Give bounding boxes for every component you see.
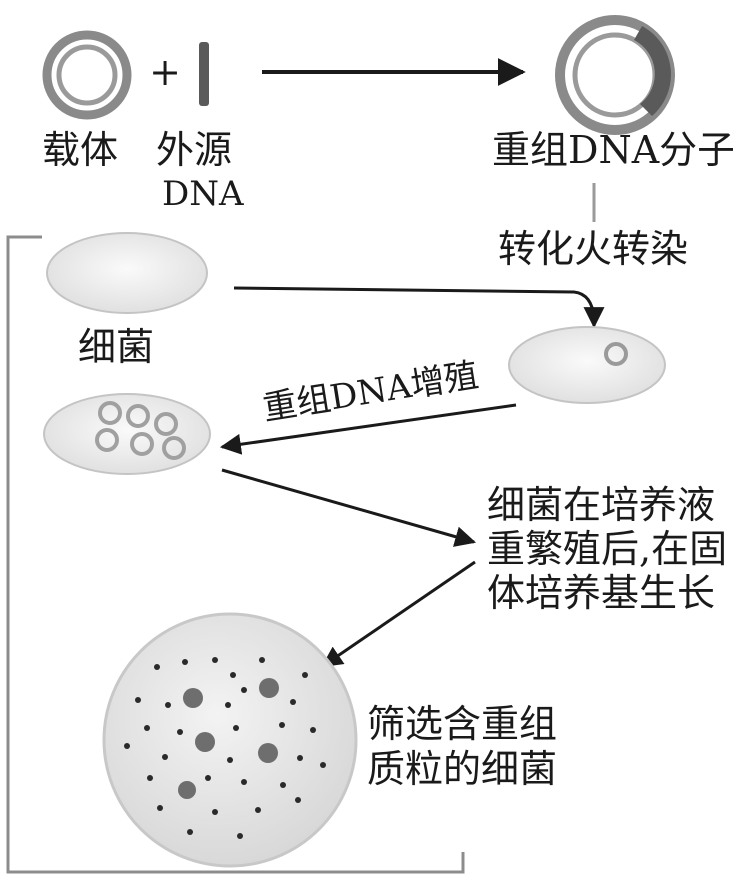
bacterium-cell-icon xyxy=(46,232,208,314)
arrow-amplification xyxy=(219,403,517,455)
plus-sign: + xyxy=(149,50,181,94)
foreign-dna-icon xyxy=(199,42,209,106)
cycle-bracket xyxy=(6,235,465,874)
petri-dish-icon xyxy=(102,612,358,868)
bacteria-label: 细菌 xyxy=(78,325,154,369)
vector-label: 载体 xyxy=(42,128,118,172)
culture-line3: 体培养基生长 xyxy=(487,571,715,615)
transformed-bacterium-icon xyxy=(508,326,666,404)
recombinant-plasmid-icon xyxy=(555,15,675,135)
recombinant-label: 重组DNA分子 xyxy=(492,128,733,172)
foreign-label: 外源 xyxy=(156,128,232,172)
arrow-plating xyxy=(321,560,476,668)
screen-line2: 质粒的细菌 xyxy=(367,747,557,791)
amplify-label: 重组DNA增殖 xyxy=(260,355,481,429)
amplified-bacterium-icon xyxy=(43,393,211,475)
dna-label: DNA xyxy=(162,174,244,214)
vector-plasmid-icon xyxy=(42,30,132,120)
culture-line2: 重繁殖后,在固 xyxy=(487,527,727,571)
arrow-culture xyxy=(221,468,477,547)
culture-line1: 细菌在培养液 xyxy=(487,483,715,527)
screen-line1: 筛选含重组 xyxy=(367,702,557,746)
arrow-transformation xyxy=(233,286,605,329)
transform-label: 转化火转染 xyxy=(498,227,688,271)
